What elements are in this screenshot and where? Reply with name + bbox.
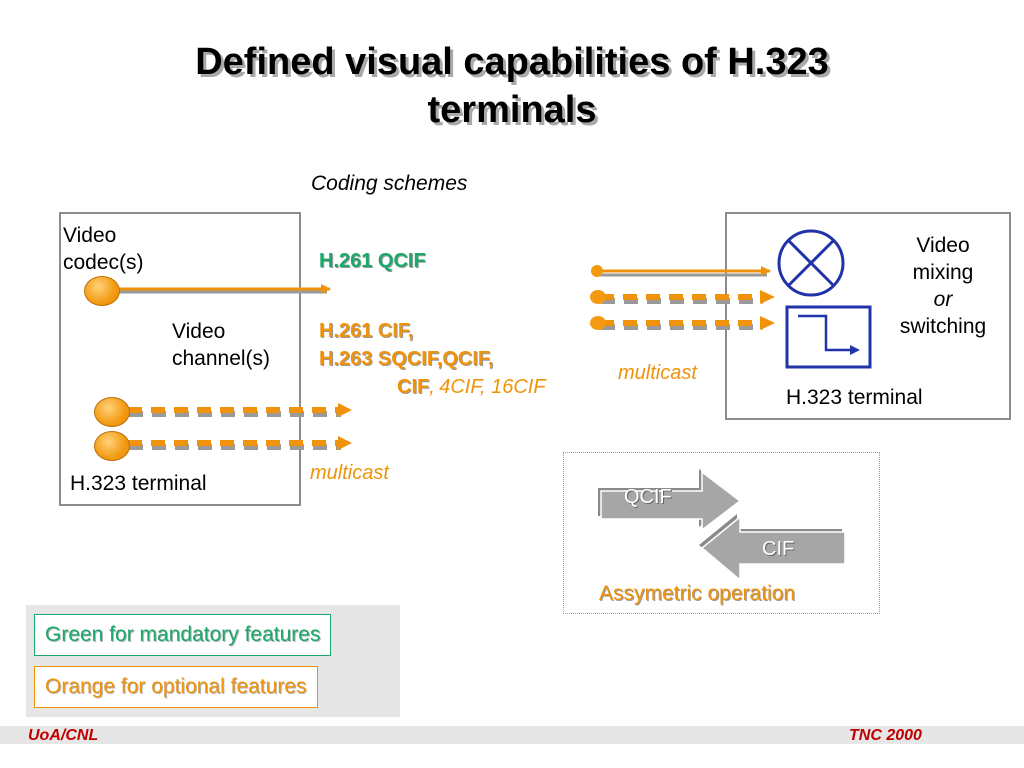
codec-solid-arrow xyxy=(118,284,331,294)
optional-schemes: H.261 CIF, H.263 SQCIF,QCIF, CIF, 4CIF, … xyxy=(319,317,546,403)
coding-schemes-label: Coding schemes xyxy=(311,172,468,195)
legend-optional: Orange for optional features xyxy=(34,666,318,708)
video-channel-label-line2: channel(s) xyxy=(172,347,271,370)
right-terminal-label: H.323 terminal xyxy=(786,386,923,409)
cif-arrow xyxy=(699,514,846,582)
asymmetric-operation-caption: Assymetric operation xyxy=(599,582,796,605)
footer-left: UoA/CNL xyxy=(28,727,99,744)
cif-label: CIF xyxy=(762,538,795,560)
video-mixing-label-line4: switching xyxy=(899,315,987,338)
asymmetric-operation-frame xyxy=(563,452,880,614)
optional-scheme-line3: CIF, 4CIF, 16CIF xyxy=(319,373,546,403)
right-multicast-arrow-2 xyxy=(590,316,775,330)
qcif-arrow xyxy=(598,469,742,532)
optional-scheme-sep: , xyxy=(429,376,435,398)
left-terminal-label: H.323 terminal xyxy=(70,472,207,495)
footer-bar xyxy=(0,726,1024,744)
right-solid-arrow xyxy=(591,265,771,277)
multicast-label-right: multicast xyxy=(618,362,697,384)
slide-title-line1: Defined visual capabilities of H.323 xyxy=(195,41,829,83)
video-mixing-label-line2: mixing xyxy=(912,261,974,284)
legend-panel: Green for mandatory features Orange for … xyxy=(26,605,400,717)
footer-right: TNC 2000 xyxy=(849,727,922,744)
optional-scheme-extra: 4CIF, 16CIF xyxy=(439,376,546,398)
video-codec-label: Video codec(s) xyxy=(63,222,144,276)
video-channel-label: Video channel(s) xyxy=(172,318,270,372)
video-mixing-label: Video mixing or switching xyxy=(888,232,998,340)
left-multicast-arrow-1 xyxy=(128,403,352,417)
right-multicast-arrow-1 xyxy=(590,290,775,304)
qcif-label: QCIF xyxy=(624,486,672,508)
multicast-label-left: multicast xyxy=(310,462,389,484)
slide-title-line2: terminals xyxy=(427,89,597,131)
optional-scheme-line1: H.261 CIF, xyxy=(319,320,414,342)
video-codec-label-line1: Video xyxy=(63,224,117,247)
slide-title: Defined visual capabilities of H.323 ter… xyxy=(0,38,1024,134)
switch-icon xyxy=(785,305,872,369)
video-mixing-label-line1: Video xyxy=(916,234,970,257)
video-channel-label-line1: Video xyxy=(172,320,226,343)
optional-scheme-cif: CIF xyxy=(397,376,430,398)
codec-endpoint-dot xyxy=(84,276,120,306)
video-codec-label-line2: codec(s) xyxy=(63,251,144,274)
mandatory-scheme: H.261 QCIF xyxy=(319,250,426,272)
left-multicast-arrow-2 xyxy=(128,436,352,450)
legend-mandatory: Green for mandatory features xyxy=(34,614,332,656)
video-mixing-label-line3: or xyxy=(933,288,953,311)
channel-endpoint-dot-2 xyxy=(94,431,130,461)
optional-scheme-line2: H.263 SQCIF,QCIF, xyxy=(319,348,494,370)
mixer-icon xyxy=(777,229,845,297)
channel-endpoint-dot-1 xyxy=(94,397,130,427)
